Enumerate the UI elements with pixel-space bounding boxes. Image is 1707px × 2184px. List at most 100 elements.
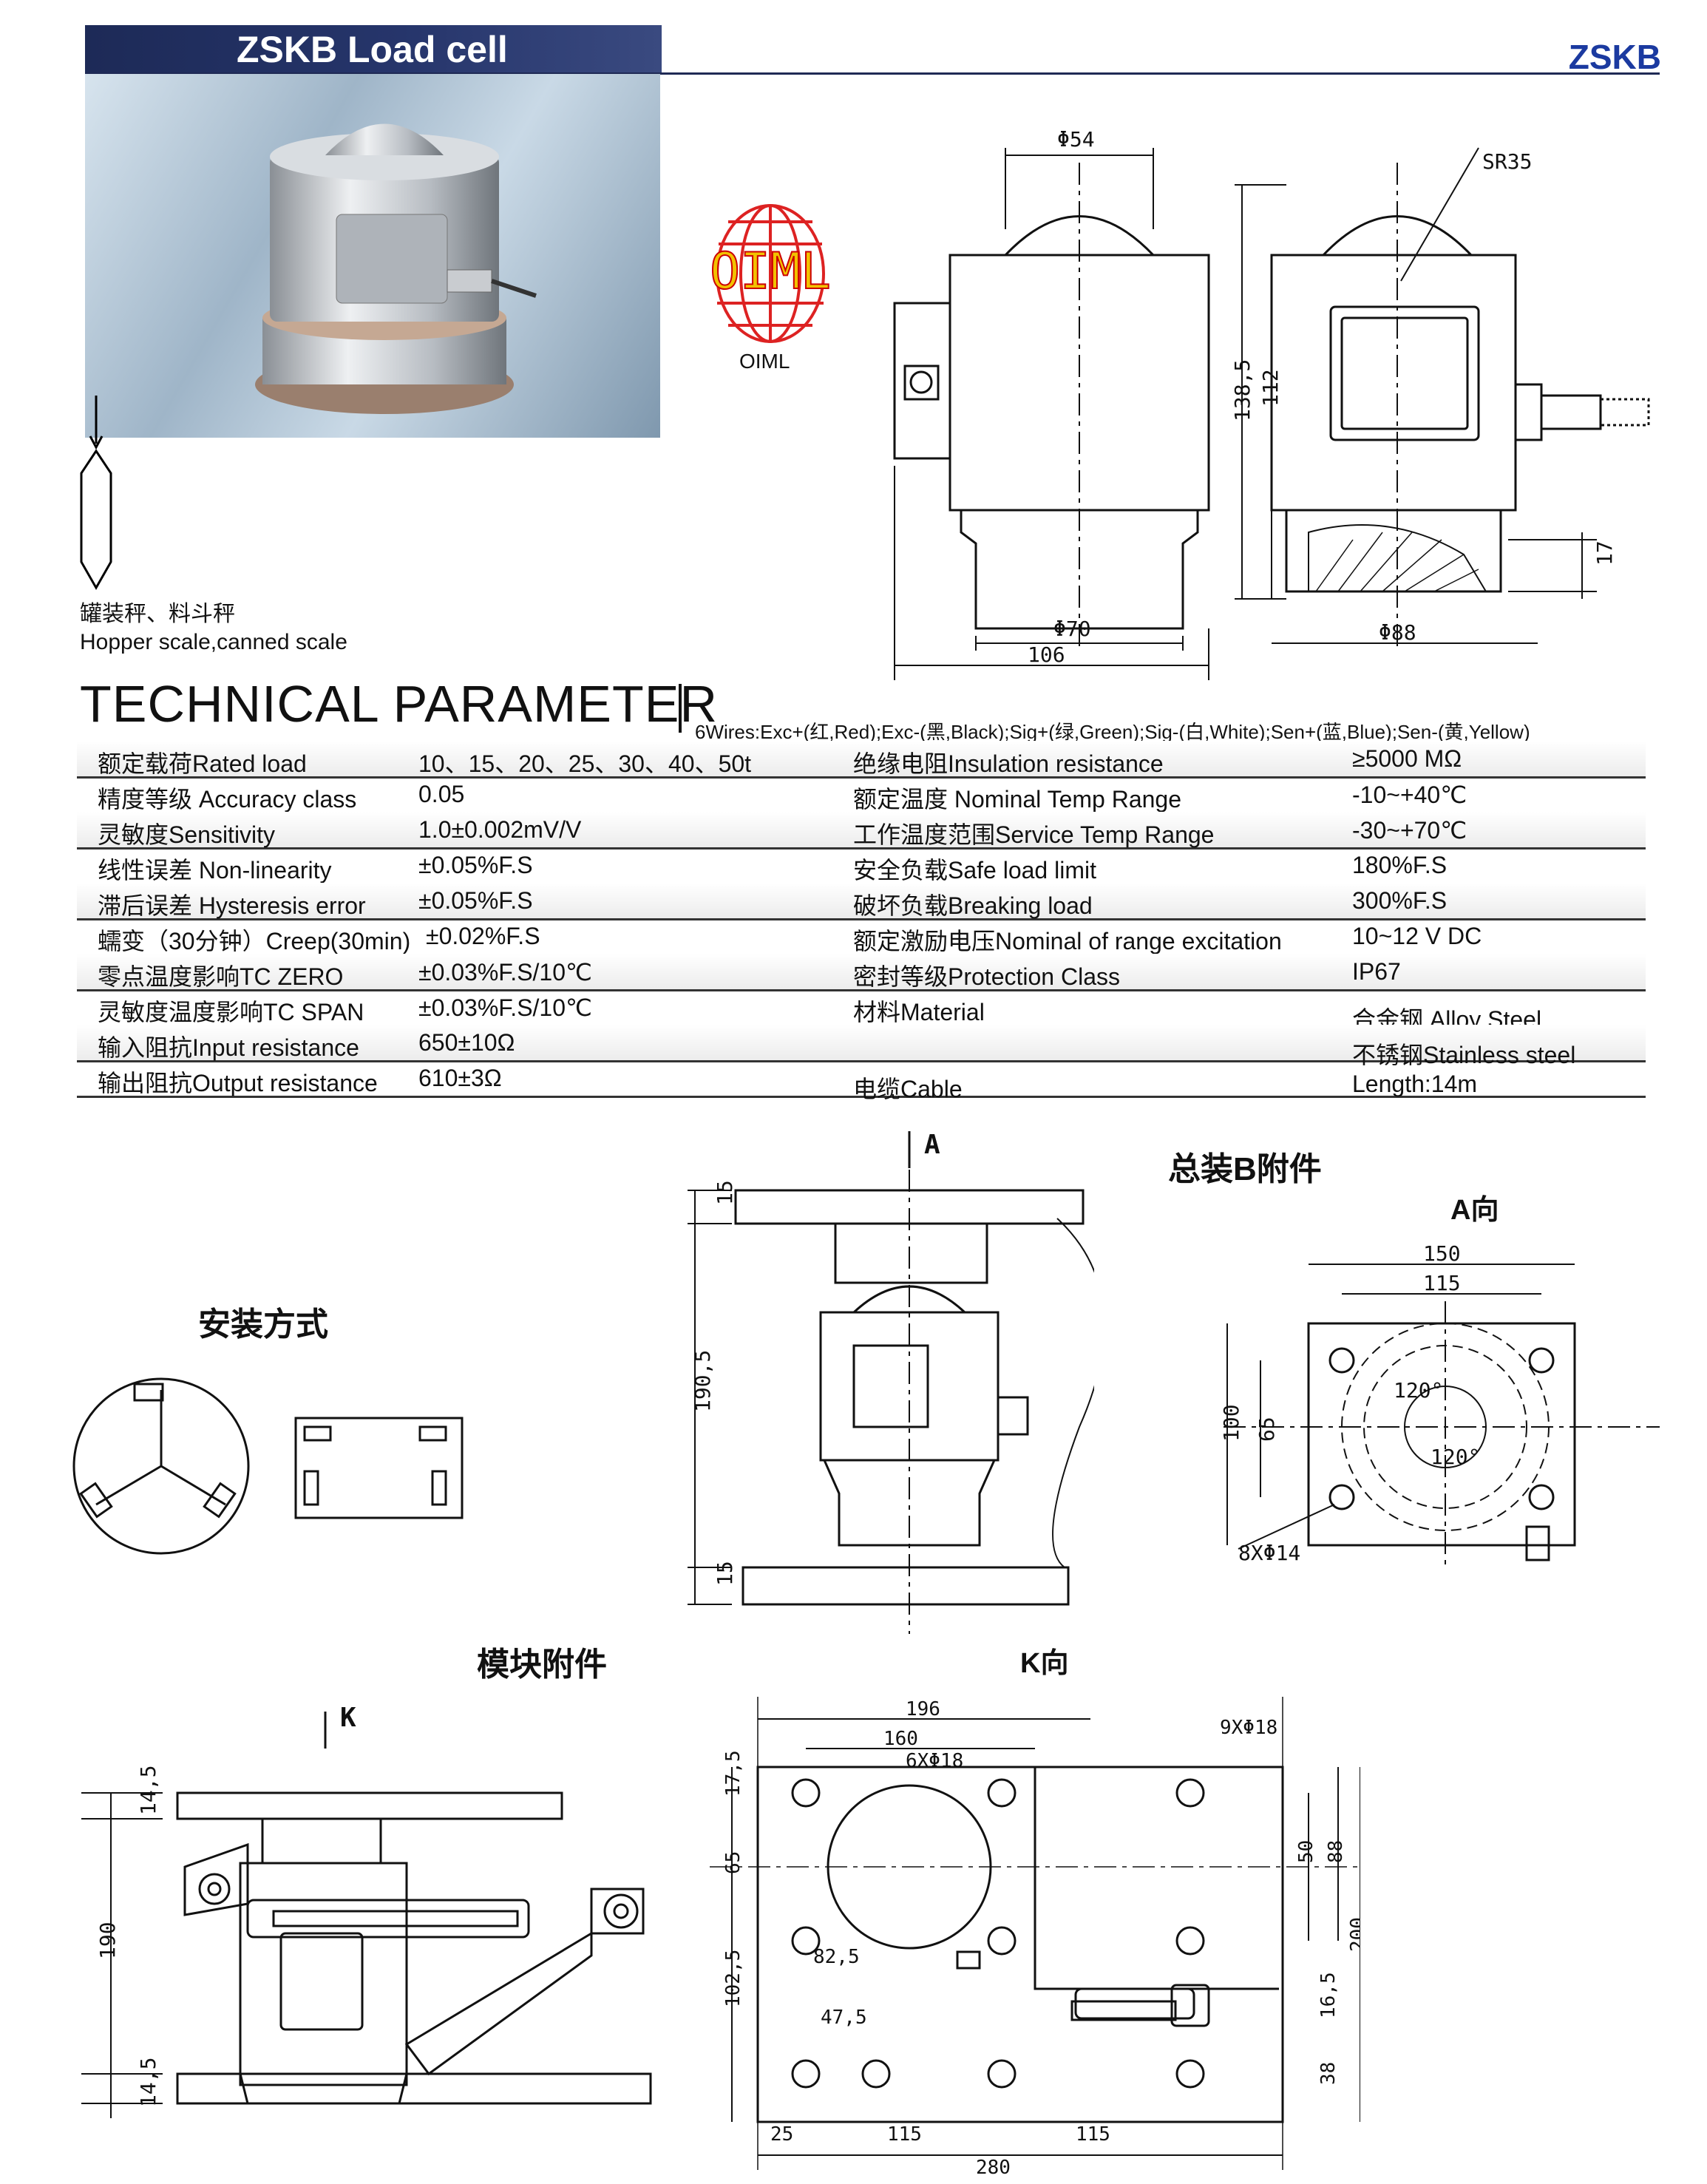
- parameter-table: 额定载荷Rated load 10、15、20、25、30、40、50t 绝缘电…: [77, 741, 1646, 1110]
- dim-65: 65: [1255, 1417, 1279, 1442]
- table-row: 滞后误差 Hysteresis error ±0.05%F.S 破坏负载Brea…: [77, 883, 1646, 920]
- view-k-drawing: [710, 1697, 1360, 2170]
- assembly-b-labels: A 15 190,5 15: [690, 1131, 940, 1586]
- dim-14-5-top: 14,5: [136, 1766, 160, 1815]
- installation-diagram: [72, 1377, 464, 1555]
- param-label: 灵敏度温度影响TC SPAN: [98, 999, 364, 1025]
- dim-190: 190: [95, 1922, 120, 1959]
- param-value: 1.0±0.002mV/V: [418, 816, 582, 843]
- load-cell-drawing-labels: Φ54 SR35 Φ70 106 138,5 112 17 Φ88: [1028, 127, 1617, 667]
- dim-196: 196: [906, 1698, 940, 1720]
- table-row: 灵敏度Sensitivity 1.0±0.002mV/V 工作温度范围Servi…: [77, 812, 1646, 849]
- dim-112: 112: [1258, 369, 1283, 407]
- table-row: 蠕变（30分钟）Creep(30min) ±0.02%F.S 额定激励电压Nom…: [77, 918, 1646, 956]
- param-label: 材料Material: [853, 999, 985, 1025]
- oiml-logo: OIML: [709, 204, 832, 343]
- dim-14-5-bottom: 14,5: [136, 2058, 160, 2107]
- arrow-a-label: A: [924, 1131, 940, 1160]
- dim-65: 65: [722, 1851, 744, 1874]
- assembly-b-heading: 总装B附件: [1168, 1151, 1322, 1187]
- module-k-labels: K 14,5 190 14,5: [95, 1703, 356, 2107]
- param-value: 10~12 V DC: [1352, 923, 1482, 949]
- param-label: 输入阻抗Input resistance: [98, 1034, 359, 1061]
- param-value: 650±10Ω: [418, 1029, 515, 1056]
- dim-15-bottom: 15: [713, 1561, 737, 1586]
- param-value: 300%F.S: [1352, 887, 1448, 914]
- dim-6x18: 6XΦ18: [906, 1750, 963, 1772]
- dim-160: 160: [883, 1728, 918, 1750]
- param-value: -30~+70℃: [1352, 817, 1467, 844]
- dim-17-5: 17,5: [722, 1750, 744, 1797]
- dim-25: 25: [770, 2123, 793, 2146]
- param-value: 610±3Ω: [418, 1065, 502, 1091]
- angle-120-b: 120°: [1431, 1445, 1480, 1469]
- oiml-label: OIML: [739, 350, 790, 373]
- dim-9x18: 9XΦ18: [1220, 1717, 1277, 1739]
- table-row: 灵敏度温度影响TC SPAN ±0.03%F.S/10℃ 材料Material …: [77, 989, 1646, 1033]
- param-label: 蠕变（30分钟）Creep(30min): [98, 928, 411, 954]
- param-label: 额定载荷Rated load: [98, 750, 307, 777]
- wire-colors: 6Wires:Exc+(红,Red);Exc-(黑,Black);Sig+(绿,…: [695, 721, 1530, 743]
- param-label: 零点温度影响TC ZERO: [98, 963, 344, 990]
- param-label: 精度等级 Accuracy class: [98, 786, 357, 813]
- param-label: 安全负载Safe load limit: [853, 857, 1096, 884]
- dim-38: 38: [1317, 2062, 1340, 2085]
- param-label: 破坏负载Breaking load: [853, 892, 1093, 919]
- dim-82-5: 82,5: [813, 1946, 860, 1968]
- dim-115-a: 115: [887, 2123, 922, 2146]
- view-k-labels: 196 160 6XΦ18 9XΦ18 17,5 65 102,5 82,5 4…: [722, 1698, 1360, 2177]
- param-value: 10、15、20、25、30、40、50t: [418, 750, 752, 777]
- dim-15-top: 15: [713, 1180, 737, 1205]
- oiml-logo-text: OIML: [710, 243, 831, 301]
- table-row: 额定载荷Rated load 10、15、20、25、30、40、50t 绝缘电…: [77, 741, 1646, 779]
- angle-120-a: 120°: [1394, 1378, 1443, 1403]
- param-value: -10~+40℃: [1352, 781, 1467, 808]
- header-rule: [85, 72, 1660, 75]
- table-row: 零点温度影响TC ZERO ±0.03%F.S/10℃ 密封等级Protecti…: [77, 954, 1646, 991]
- dim-d70: Φ70: [1053, 617, 1091, 641]
- load-cell-photo: [255, 123, 537, 414]
- module-heading: 模块附件: [477, 1647, 607, 1683]
- module-k-drawing: [81, 1712, 652, 2118]
- title-divider: [679, 684, 682, 733]
- dim-115-b: 115: [1076, 2123, 1110, 2146]
- param-label: 电缆Cable: [853, 1076, 963, 1102]
- param-value: ±0.02%F.S: [426, 923, 540, 949]
- param-label: 工作温度范围Service Temp Range: [853, 821, 1215, 848]
- dim-sr35: SR35: [1482, 149, 1532, 174]
- table-row: 输入阻抗Input resistance 650±10Ω 不锈钢Stainles…: [77, 1025, 1646, 1068]
- hopper-scale-icon: [80, 396, 112, 591]
- param-value: 0.05: [418, 781, 465, 807]
- param-value: IP67: [1352, 958, 1401, 985]
- technical-title: TECHNICAL PARAMETER: [80, 675, 718, 733]
- param-value: Length:14m: [1352, 1071, 1478, 1097]
- dim-8x14: 8XΦ14: [1238, 1541, 1300, 1565]
- dim-200: 200: [1347, 1917, 1360, 1952]
- assembly-b-drawing: [688, 1131, 1094, 1634]
- dim-d88: Φ88: [1379, 620, 1416, 645]
- table-row: 线性误差 Non-linearity ±0.05%F.S 安全负载Safe lo…: [77, 847, 1646, 885]
- application-en: Hopper scale,canned scale: [80, 630, 347, 654]
- param-value: ±0.03%F.S/10℃: [418, 994, 592, 1021]
- dim-17: 17: [1592, 540, 1617, 566]
- dim-106: 106: [1028, 642, 1065, 667]
- dim-100: 100: [1219, 1404, 1243, 1442]
- table-row: 输出阻抗Output resistance 610±3Ω 电缆Cable Len…: [77, 1060, 1646, 1102]
- dim-16-5: 16,5: [1317, 1972, 1340, 2018]
- param-label: 灵敏度Sensitivity: [98, 821, 276, 848]
- install-heading: 安装方式: [198, 1306, 328, 1343]
- dim-47-5: 47,5: [821, 2007, 867, 2029]
- product-photo: [85, 74, 660, 438]
- dim-280: 280: [976, 2157, 1011, 2177]
- param-label: 绝缘电阻Insulation resistance: [853, 750, 1164, 777]
- model-code: ZSKB: [1568, 38, 1661, 76]
- dim-d54: Φ54: [1057, 127, 1095, 152]
- dim-88: 88: [1325, 1840, 1347, 1863]
- param-value: ≥5000 MΩ: [1352, 745, 1462, 772]
- application-cn: 罐装秤、料斗秤: [80, 602, 235, 626]
- view-a-heading: A向: [1450, 1195, 1499, 1226]
- param-value: ±0.05%F.S: [418, 852, 533, 878]
- dim-138-5: 138,5: [1230, 359, 1255, 421]
- dim-190-5: 190,5: [690, 1350, 715, 1412]
- dim-102-5: 102,5: [722, 1950, 744, 2007]
